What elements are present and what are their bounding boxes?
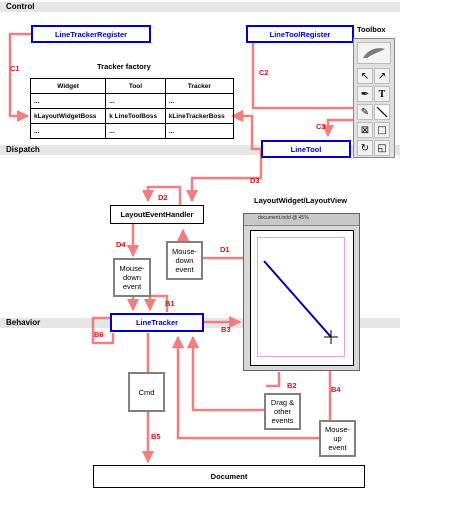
table-row: ... ... ...	[29, 93, 235, 109]
rotate-icon[interactable]: ↻	[357, 140, 373, 156]
layout-event-handler-box: LayoutEventHandler	[110, 205, 204, 224]
table-cell: ...	[105, 123, 166, 139]
control-band-label: Control	[6, 2, 35, 11]
table-header: Tool	[105, 78, 166, 94]
label-c3: C3	[316, 122, 326, 131]
table-cell: ...	[164, 123, 235, 139]
mouse-up-event-box: Mouse- up event	[319, 420, 356, 457]
page-canvas	[250, 230, 354, 366]
arrow-d2	[141, 185, 182, 205]
table-cell: k LineToolBoss	[105, 108, 166, 124]
mouse-down-event-box-behavior: Mouse- down event	[113, 258, 151, 297]
layout-view-window: document.indd @ 45%	[243, 213, 360, 371]
label-c2: C2	[259, 68, 269, 77]
direct-selection-icon[interactable]: ↗	[374, 68, 390, 84]
arrow-d3	[230, 109, 261, 151]
table-cell: ...	[105, 93, 166, 109]
tracker-factory-table: Widget Tool Tracker ... ... ... kLayoutW…	[29, 78, 235, 139]
pencil-icon[interactable]: ✎	[357, 104, 373, 120]
line-tool-register-box: LineToolRegister	[246, 25, 354, 43]
layout-widget-title: LayoutWidget/LayoutView	[254, 196, 348, 205]
label-d3: D3	[250, 176, 260, 185]
dispatch-band	[0, 145, 400, 155]
rectangle-icon[interactable]: □	[374, 122, 390, 138]
arrow-b1	[143, 294, 169, 312]
rectangle-frame-icon[interactable]: ⊠	[357, 122, 373, 138]
line-icon[interactable]	[374, 104, 390, 120]
type-icon[interactable]: T	[374, 86, 390, 102]
page-margin-guide	[257, 237, 345, 357]
table-cell: kLineTrackerBoss	[164, 108, 235, 124]
label-d4: D4	[116, 240, 126, 249]
table-row: kLayoutWidgetBoss k LineToolBoss kLineTr…	[29, 108, 235, 124]
label-d2: D2	[158, 193, 168, 202]
toolbox-header-image	[357, 42, 391, 64]
selection-arrow-icon[interactable]: ↖	[357, 68, 373, 84]
tracker-factory-title: Tracker factory	[97, 62, 151, 71]
table-row: ... ... ...	[29, 123, 235, 139]
line-tracker-register-box: LineTrackerRegister	[31, 25, 151, 43]
line-tracker-box: LineTracker	[110, 313, 204, 332]
label-b2: B2	[287, 381, 297, 390]
label-b3: B3	[221, 325, 231, 334]
label-b4: B4	[331, 385, 341, 394]
label-b6: B6	[94, 330, 104, 339]
mouse-down-event-box-dispatch: Mouse- down event	[166, 241, 203, 280]
feather-logo-icon	[363, 48, 385, 58]
table-cell: ...	[164, 93, 235, 109]
label-b1: B1	[165, 299, 175, 308]
arrow-c1	[8, 32, 31, 123]
window-title-text: document.indd @ 45%	[258, 215, 309, 221]
table-cell: ...	[29, 93, 107, 109]
pen-icon[interactable]: ✒	[357, 86, 373, 102]
table-cell: kLayoutWidgetBoss	[29, 108, 107, 124]
table-header: Widget	[29, 78, 107, 94]
arrow-b6	[91, 316, 115, 345]
arrow-c3	[321, 118, 356, 138]
arrow-b2	[266, 372, 281, 388]
line-tool-box: LineTool	[261, 140, 351, 158]
document-box: Document	[93, 465, 365, 488]
drag-other-events-box: Drag & other events	[264, 393, 301, 430]
label-d1: D1	[220, 245, 230, 254]
cmd-box: Cmd	[128, 372, 165, 412]
scale-icon[interactable]: ◱	[374, 140, 390, 156]
drawn-line	[263, 260, 338, 344]
toolbox-palette: ↖ ↗ ✒ T ✎ ⊠ □ ↻ ◱	[353, 38, 395, 158]
control-band	[0, 2, 400, 12]
dispatch-band-label: Dispatch	[6, 145, 40, 154]
behavior-band-label: Behavior	[6, 318, 41, 327]
label-c1: C1	[10, 64, 20, 73]
label-b5: B5	[151, 432, 161, 441]
toolbox-title: Toolbox	[357, 25, 386, 34]
arrow-c2	[251, 43, 368, 115]
table-cell: ...	[29, 123, 107, 139]
table-header: Tracker	[164, 78, 235, 94]
window-title-bar: document.indd @ 45%	[244, 214, 359, 226]
